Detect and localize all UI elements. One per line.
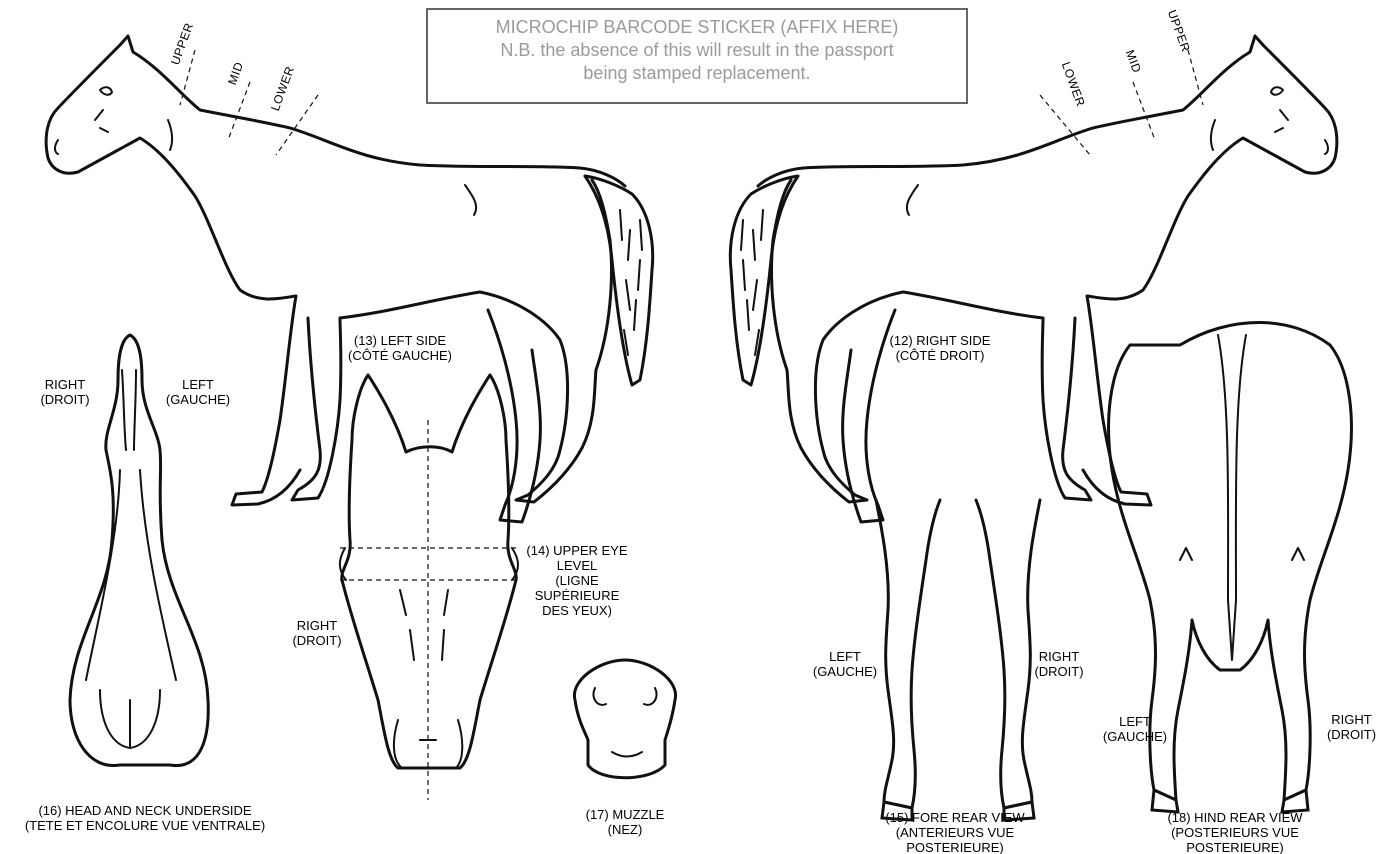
underside-caption: (16) HEAD AND NECK UNDERSIDE(TETE ET ENC… [0, 803, 290, 833]
left-side-caption: (13) LEFT SIDE(CÔTÉ GAUCHE) [340, 333, 460, 363]
fore-rear-view-outline [876, 500, 1040, 820]
hind-right-label: RIGHT(DROIT) [1320, 712, 1383, 742]
front-head-outline [340, 375, 518, 800]
sticker-line-1: MICROCHIP BARCODE STICKER (AFFIX HERE) [428, 16, 966, 39]
left-side-horse-outline [46, 36, 653, 522]
right-side-caption: (12) RIGHT SIDE(CÔTÉ DROIT) [880, 333, 1000, 363]
fore-left-label: LEFT(GAUCHE) [800, 649, 890, 679]
sticker-line-3: being stamped replacement. [428, 62, 966, 85]
muzzle-caption: (17) MUZZLE(NEZ) [570, 807, 680, 837]
head-right-label: RIGHT(DROIT) [282, 618, 352, 648]
muzzle-outline [574, 660, 675, 778]
underside-left-label: LEFT(GAUCHE) [158, 377, 238, 407]
right-side-horse-outline [730, 36, 1337, 522]
fore-right-label: RIGHT(DROIT) [1024, 649, 1094, 679]
microchip-sticker-box: MICROCHIP BARCODE STICKER (AFFIX HERE) N… [426, 8, 968, 104]
hind-left-label: LEFT(GAUCHE) [1090, 714, 1180, 744]
sticker-line-2: N.B. the absence of this will result in … [428, 39, 966, 62]
underside-right-label: RIGHT(DROIT) [30, 377, 100, 407]
